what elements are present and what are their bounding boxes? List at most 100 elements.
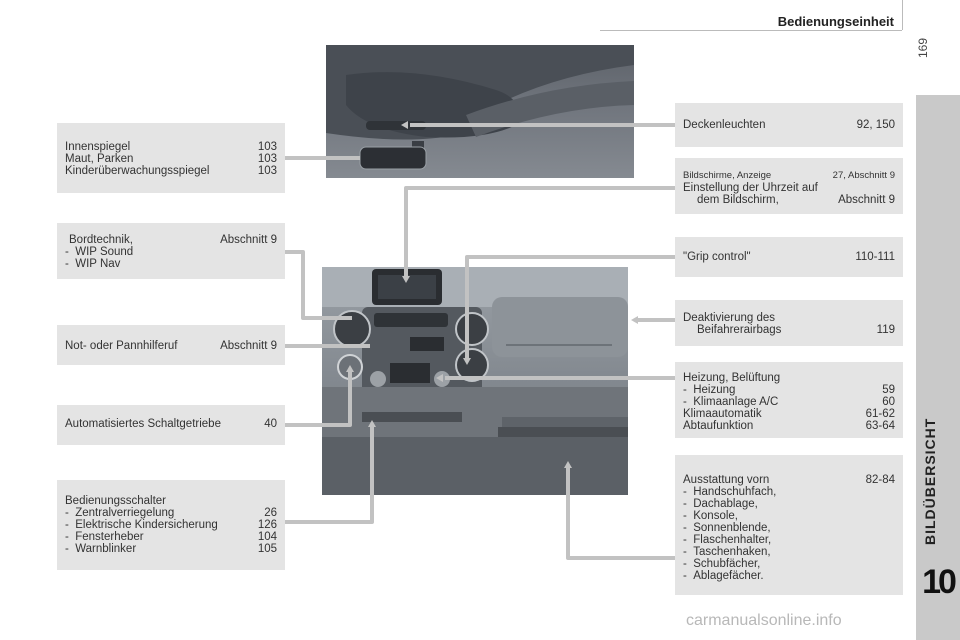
item-label: Bildschirme, Anzeige [683,170,772,181]
item-label: dem Bildschirm, [697,194,779,206]
dashboard-illustration [322,267,628,495]
item-label: Klimaautomatik [683,408,762,420]
item-label: Ablagefächer. [693,570,764,582]
callout-bedienungsschalter: Bedienungsschalter - Zentralverriegelung… [57,480,285,570]
item-label-wrap: - Fensterheber [65,531,144,543]
dash-bullet: - [65,258,76,270]
list-item: dem Bildschirm, Abschnitt 9 [683,194,895,206]
list-item: - Konsole, [683,510,895,522]
list-item: Beifahrerairbags 119 [683,324,895,336]
item-label: Konsole, [693,510,738,522]
item-label-wrap: - Klimaanlage A/C [683,396,779,408]
list-item: - Taschenhaken, [683,546,895,558]
item-label: Elektrische Kindersicherung [75,519,218,531]
list-item: - Fensterheber 104 [65,531,277,543]
page-title: Bedienungseinheit [777,14,894,29]
list-item: Bildschirme, Anzeige 27, Abschnitt 9 [683,170,895,182]
item-page: 105 [257,543,277,555]
callout-airbag: Deaktivierung des Beifahrerairbags 119 [675,300,903,346]
ceiling-photo [326,45,634,178]
item-page: 126 [257,519,277,531]
item-label: Deckenleuchten [683,119,766,131]
item-label: Innenspiegel [65,141,131,153]
item-label-wrap: - Elektrische Kindersicherung [65,519,218,531]
item-label: Heizung [693,384,736,396]
item-label: WIP Nav [75,258,121,270]
item-page: 104 [257,531,277,543]
item-label-wrap: - Warnblinker [65,543,137,555]
list-item: - WIP Nav [65,258,277,270]
item-page: 103 [257,153,277,165]
item-page: 60 [882,396,895,408]
chapter-number: 10 [922,563,957,601]
item-label: Dachablage, [693,498,758,510]
list-item: - Warnblinker 105 [65,543,277,555]
chapter-title: BILDÜBERSICHT [922,417,938,545]
list-item: Deaktivierung des [683,312,895,324]
item-label: Einstellung der Uhrzeit auf [683,182,818,194]
list-item: Bordtechnik, Abschnitt 9 [65,234,277,246]
item-page: 63-64 [865,420,895,432]
chapter-side-tab [916,95,960,640]
dash-bullet: - [683,498,694,510]
list-item: Innenspiegel 103 [65,141,277,153]
dash-bullet: - [683,522,694,534]
dash-bullet: - [683,558,694,570]
list-item: - Sonnenblende, [683,522,895,534]
item-label: Beifahrerairbags [697,324,782,336]
list-item: Einstellung der Uhrzeit auf [683,182,895,194]
dash-bullet: - [683,546,694,558]
item-label: Heizung, Belüftung [683,372,781,384]
list-item: - Schubfächer, [683,558,895,570]
item-label: Ausstattung vorn [683,474,770,486]
item-label: Fensterheber [75,531,144,543]
list-item: - Klimaanlage A/C 60 [683,396,895,408]
dash-bullet: - [683,570,694,582]
dash-bullet: - [683,486,694,498]
item-label: Not- oder Pannhilferuf [65,340,178,352]
item-label: Taschenhaken, [693,546,771,558]
callout-bordtechnik: Bordtechnik,Abschnitt 9 - WIP Sound - WI… [57,223,285,279]
list-item: - Ablagefächer. [683,570,895,582]
item-label: "Grip control" [683,251,751,263]
page-number: 169 [916,37,930,58]
list-item: Bedienungsschalter [65,495,277,507]
item-label: Kinderüberwachungsspiegel [65,165,210,177]
item-page: 27, Abschnitt 9 [832,170,895,181]
dash-bullet: - [65,246,76,258]
callout-bildschirme: Bildschirme, Anzeige 27, Abschnitt 9 Eins… [675,158,903,214]
watermark: carmanualsonline.info [686,612,842,629]
list-item: Heizung, Belüftung [683,372,895,384]
item-label: Automatisiertes Schaltgetriebe [65,418,221,430]
list-item: - Flaschenhalter, [683,534,895,546]
item-label: Maut, Parken [65,153,134,165]
item-label: Warnblinker [75,543,137,555]
item-page: Abschnitt 9 [220,234,277,246]
list-item: - Handschuhfach, [683,486,895,498]
header-rule [600,30,902,31]
list-item: - Elektrische Kindersicherung 126 [65,519,277,531]
item-page: 110-111 [855,251,895,263]
item-label: Flaschenhalter, [693,534,772,546]
item-page: 103 [257,141,277,153]
leader-bildschirme [404,186,675,278]
item-label: Sonnenblende, [693,522,771,534]
item-label: Bordtechnik, [69,234,133,246]
item-page: 119 [876,324,895,336]
item-label-wrap: - Zentralverriegelung [65,507,175,519]
item-label: Schubfächer, [693,558,761,570]
item-page: Abschnitt 9 [838,194,895,206]
